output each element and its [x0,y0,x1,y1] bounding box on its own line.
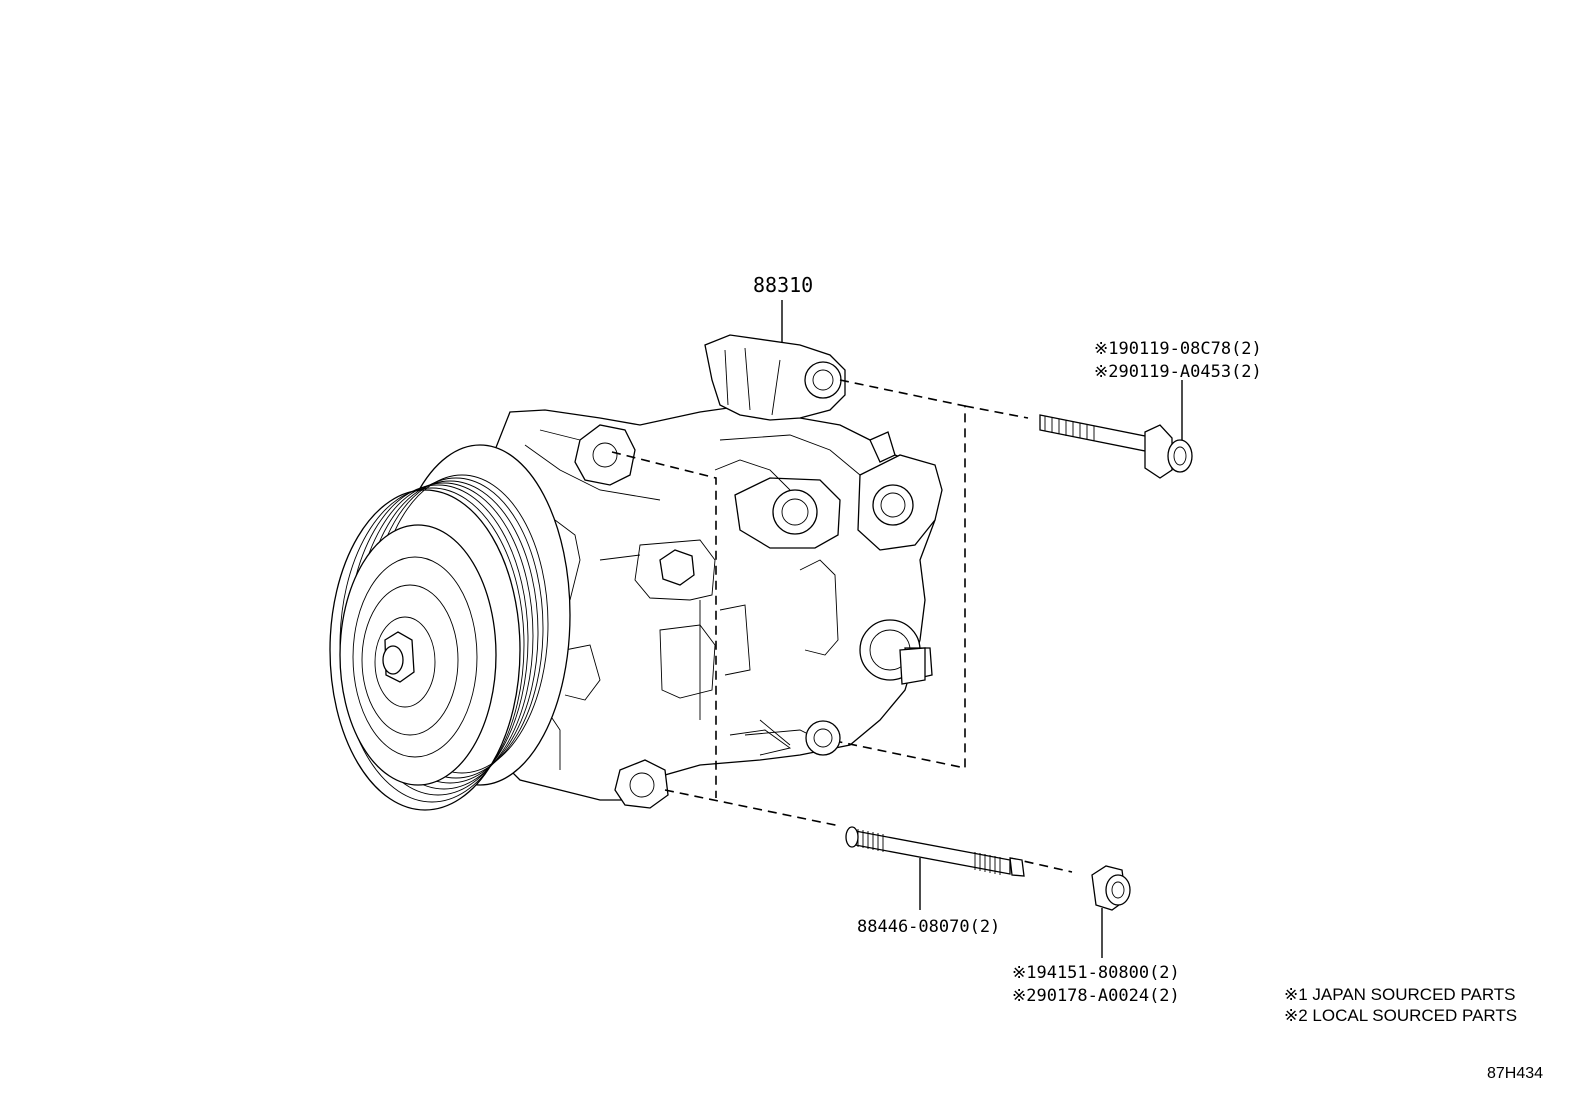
nut-part-number-1: ※194151-80800(2) [1012,963,1180,983]
stud-bolt[interactable] [845,826,1025,877]
upper-bolt[interactable] [1039,414,1193,479]
legend-local-sourced: ※2 LOCAL SOURCED PARTS [1284,1006,1517,1025]
compressor-assembly[interactable] [329,334,943,811]
compressor-part-number: 88310 [753,273,813,297]
leader-lines [781,300,1183,958]
stud-bolt-part-number: 88446-08070(2) [857,917,1000,937]
flange-nut[interactable] [1091,865,1131,911]
upper-bolt-part-number-2: ※290119-A0453(2) [1094,362,1262,382]
diagram-reference-code: 87H434 [1487,1065,1543,1082]
upper-bolt-part-number-1: ※190119-08C78(2) [1094,339,1262,359]
legend-japan-sourced: ※1 JAPAN SOURCED PARTS [1284,985,1516,1004]
alignment-lines [611,379,1073,873]
nut-part-number-2: ※290178-A0024(2) [1012,986,1180,1006]
